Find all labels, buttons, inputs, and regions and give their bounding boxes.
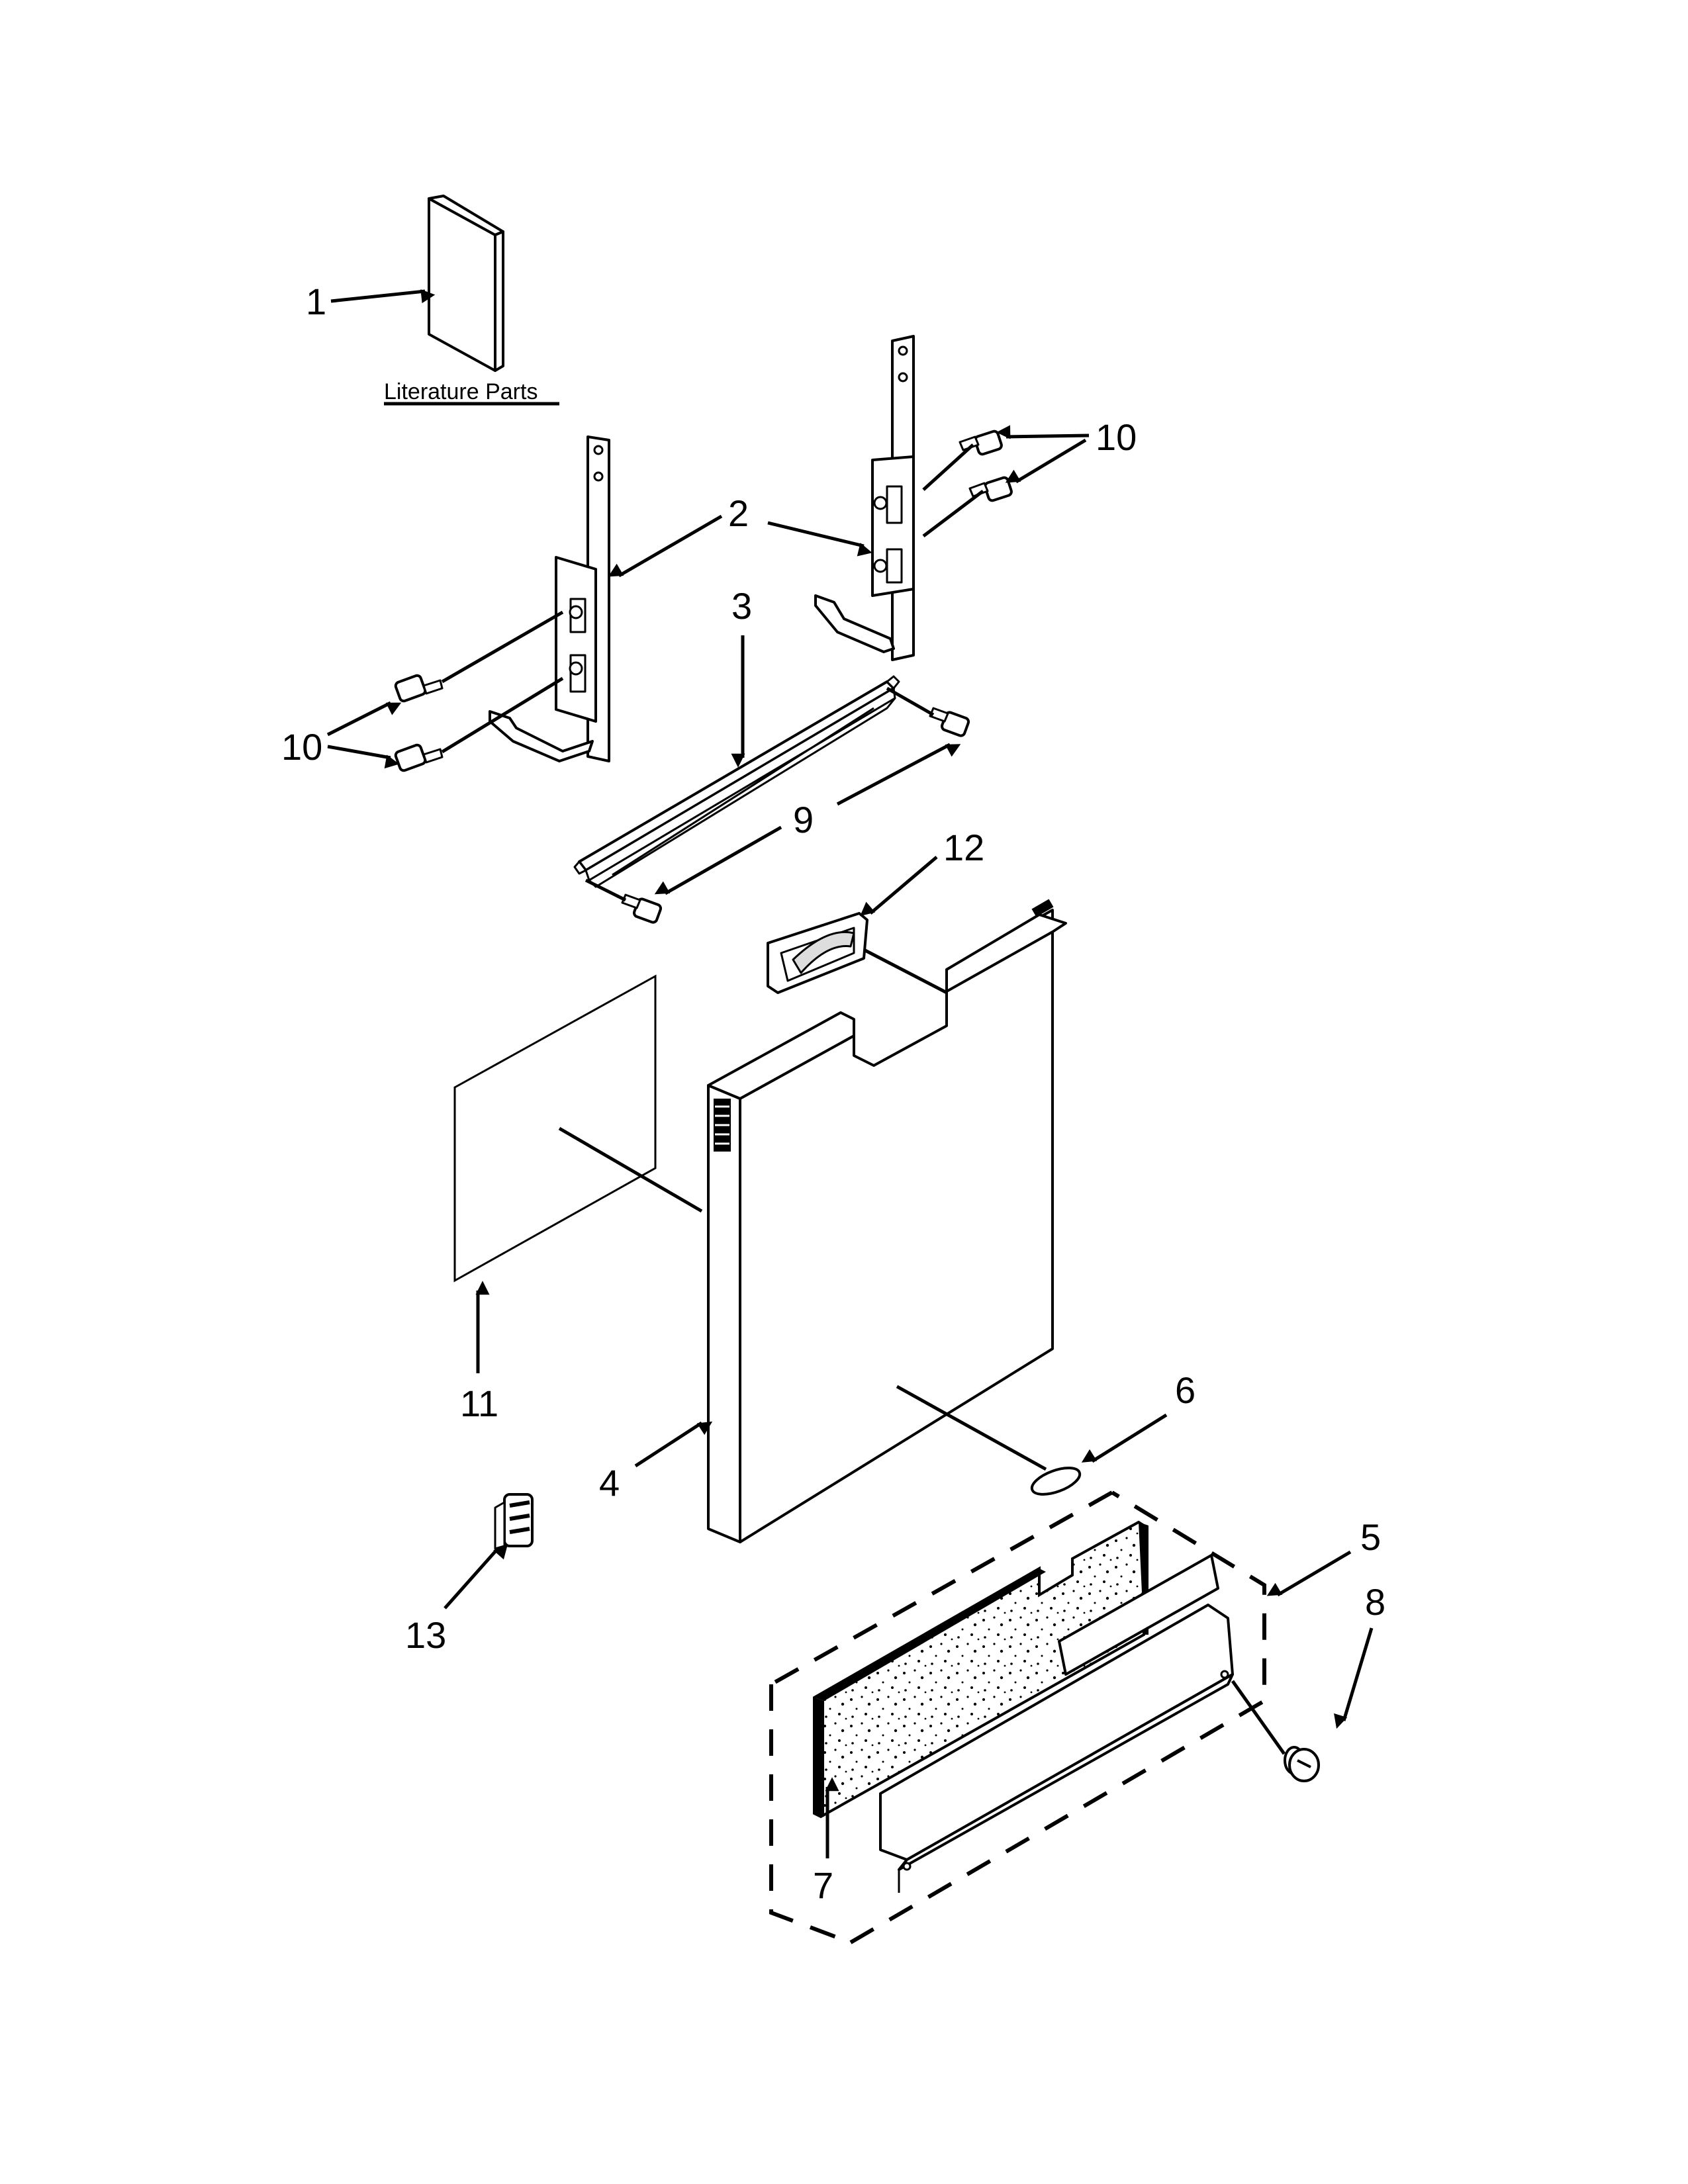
hinge-bracket-right (814, 335, 915, 661)
callout-10-left: 10 (281, 726, 322, 768)
callout-2: 2 (728, 492, 749, 534)
callout-4: 4 (599, 1462, 620, 1504)
callout-4-leader (634, 1421, 713, 1468)
screw-icon (929, 707, 970, 737)
callout-10-right: 10 (1096, 416, 1137, 458)
callout-5-leader (1266, 1550, 1352, 1597)
kickplate (879, 1554, 1234, 1893)
vent-slots-icon (714, 1099, 731, 1152)
callout-2-leader-right (767, 521, 872, 557)
screw-icon (959, 430, 1003, 456)
callout-8-leader (1334, 1627, 1374, 1729)
insulation-panel (453, 974, 657, 1283)
callout-10-right-leader-a (996, 425, 1090, 439)
callout-2-leader-left (608, 514, 723, 578)
screw-icon (394, 674, 444, 703)
door-handle (767, 912, 868, 994)
callout-7: 7 (813, 1864, 833, 1906)
callout-6: 6 (1175, 1369, 1196, 1411)
screw-icon (1284, 1746, 1320, 1782)
screw-axis-line (585, 878, 627, 902)
callout-6-leader (1081, 1413, 1168, 1463)
callout-12-leader (860, 856, 938, 917)
kickplate-insulation (813, 1520, 1149, 1819)
screw-axis-line (441, 610, 564, 684)
screw-axis-line (886, 686, 935, 717)
literature-booklet (428, 195, 504, 372)
callout-1: 1 (306, 281, 326, 322)
callout-5: 5 (1360, 1516, 1381, 1558)
hinge-bracket-left (489, 435, 610, 762)
callout-10-left-leader-b (327, 745, 400, 769)
callout-10-right-leader-b (1005, 438, 1087, 484)
literature-parts-label: Literature Parts (384, 379, 538, 404)
door-bumper (494, 1493, 534, 1550)
screw-axis-line (922, 490, 984, 537)
door-panel (707, 899, 1067, 1543)
callout-10-left-leader-a (326, 701, 402, 737)
callout-11: 11 (460, 1383, 498, 1424)
callout-1-leader (330, 289, 436, 304)
screw-icon (394, 743, 444, 772)
callout-9-leader-lower (654, 825, 782, 895)
grommet-assembly-line (896, 1385, 1047, 1471)
screw-axis-line (922, 443, 974, 491)
callout-13: 13 (405, 1614, 446, 1656)
callout-3: 3 (731, 585, 752, 627)
grommet (1030, 1467, 1082, 1496)
screw-axis-line (441, 676, 564, 754)
screw-axis-line (1231, 1680, 1286, 1755)
callout-12: 12 (943, 827, 984, 868)
callout-8: 8 (1365, 1581, 1385, 1623)
callout-13-leader (444, 1544, 508, 1610)
callout-9-leader-upper (836, 743, 961, 806)
callout-12-assembly-line (863, 948, 955, 998)
screw-icon (621, 893, 663, 924)
door-rail (573, 675, 900, 888)
screw-icon (968, 476, 1013, 502)
kickplate-assembly-outline (769, 1490, 1266, 1944)
callout-9: 9 (793, 799, 814, 841)
insulation-assembly-line (558, 1126, 703, 1213)
